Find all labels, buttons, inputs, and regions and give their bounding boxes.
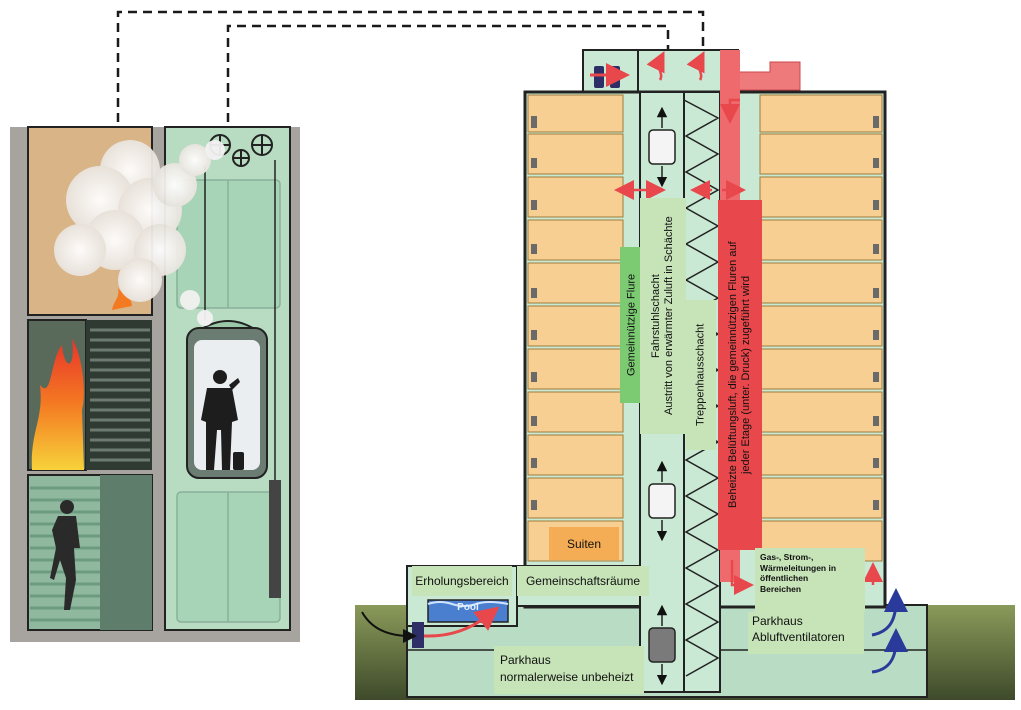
smoke-icon bbox=[54, 140, 225, 326]
label-parkhaus-abluft: Parkhaus Abluftventilatoren bbox=[752, 614, 864, 654]
label-text: Treppenhausschacht bbox=[694, 323, 707, 427]
label-text: Pool bbox=[457, 602, 479, 613]
label-text: Bereichen bbox=[760, 583, 802, 594]
label-text: Gemeinschaftsräume bbox=[525, 574, 641, 588]
label-text: Suiten bbox=[566, 536, 602, 551]
label-text: Wärmeleitungen in bbox=[760, 562, 837, 573]
label-text: Fahrstuhlschacht bbox=[649, 274, 662, 358]
label-text: öffentlichen bbox=[760, 573, 809, 584]
label-gemeinschaftsraeume: Gemeinschaftsräume bbox=[517, 566, 649, 596]
suite-column-right bbox=[759, 94, 883, 562]
air-arrow-icon bbox=[614, 51, 883, 595]
cutaway-detail bbox=[10, 126, 300, 642]
exhaust-arrow-icon bbox=[871, 588, 908, 674]
label-suiten: Suiten bbox=[549, 527, 619, 560]
label-beheizte-belueftungsluft: Beheizte Belüftungsluft, die gemeinnützi… bbox=[718, 200, 762, 550]
label-text: Abluftventilatoren bbox=[752, 629, 845, 644]
label-pool: Pool bbox=[448, 602, 488, 618]
label-fahrstuhlschacht: Fahrstuhlschacht Austritt von erwärmter … bbox=[640, 198, 686, 434]
label-leitungen: Gas-, Strom-, Wärmeleitungen in öffentli… bbox=[760, 552, 864, 612]
label-text: Parkhaus bbox=[500, 653, 551, 667]
person-icon bbox=[50, 500, 80, 610]
label-text: Erholungsbereich bbox=[415, 574, 509, 588]
label-treppenhausschacht: Treppenhausschacht bbox=[686, 300, 716, 450]
label-erholungsbereich: Erholungsbereich bbox=[412, 566, 512, 596]
elevator-car bbox=[186, 320, 268, 479]
label-text: normalerweise unbeheizt bbox=[500, 669, 634, 684]
label-parkhaus-unbeheizt: Parkhaus normalerweise unbeheizt bbox=[500, 652, 644, 692]
label-text: jeder Etage (unter. Druck) zugeführt wir… bbox=[740, 275, 752, 475]
label-text: Austritt von erwärmter Zuluft in Schächt… bbox=[663, 216, 675, 416]
label-text: Beheizte Belüftungsluft, die gemeinnützi… bbox=[726, 241, 739, 509]
label-text: Gemeinnützige Flure bbox=[625, 273, 638, 377]
connector-lines bbox=[116, 10, 705, 122]
suite-column-left bbox=[527, 94, 624, 562]
fire-icon bbox=[31, 338, 84, 470]
building bbox=[361, 49, 908, 693]
label-text: Gas-, Strom-, bbox=[760, 552, 814, 562]
label-text: Parkhaus bbox=[752, 614, 803, 628]
